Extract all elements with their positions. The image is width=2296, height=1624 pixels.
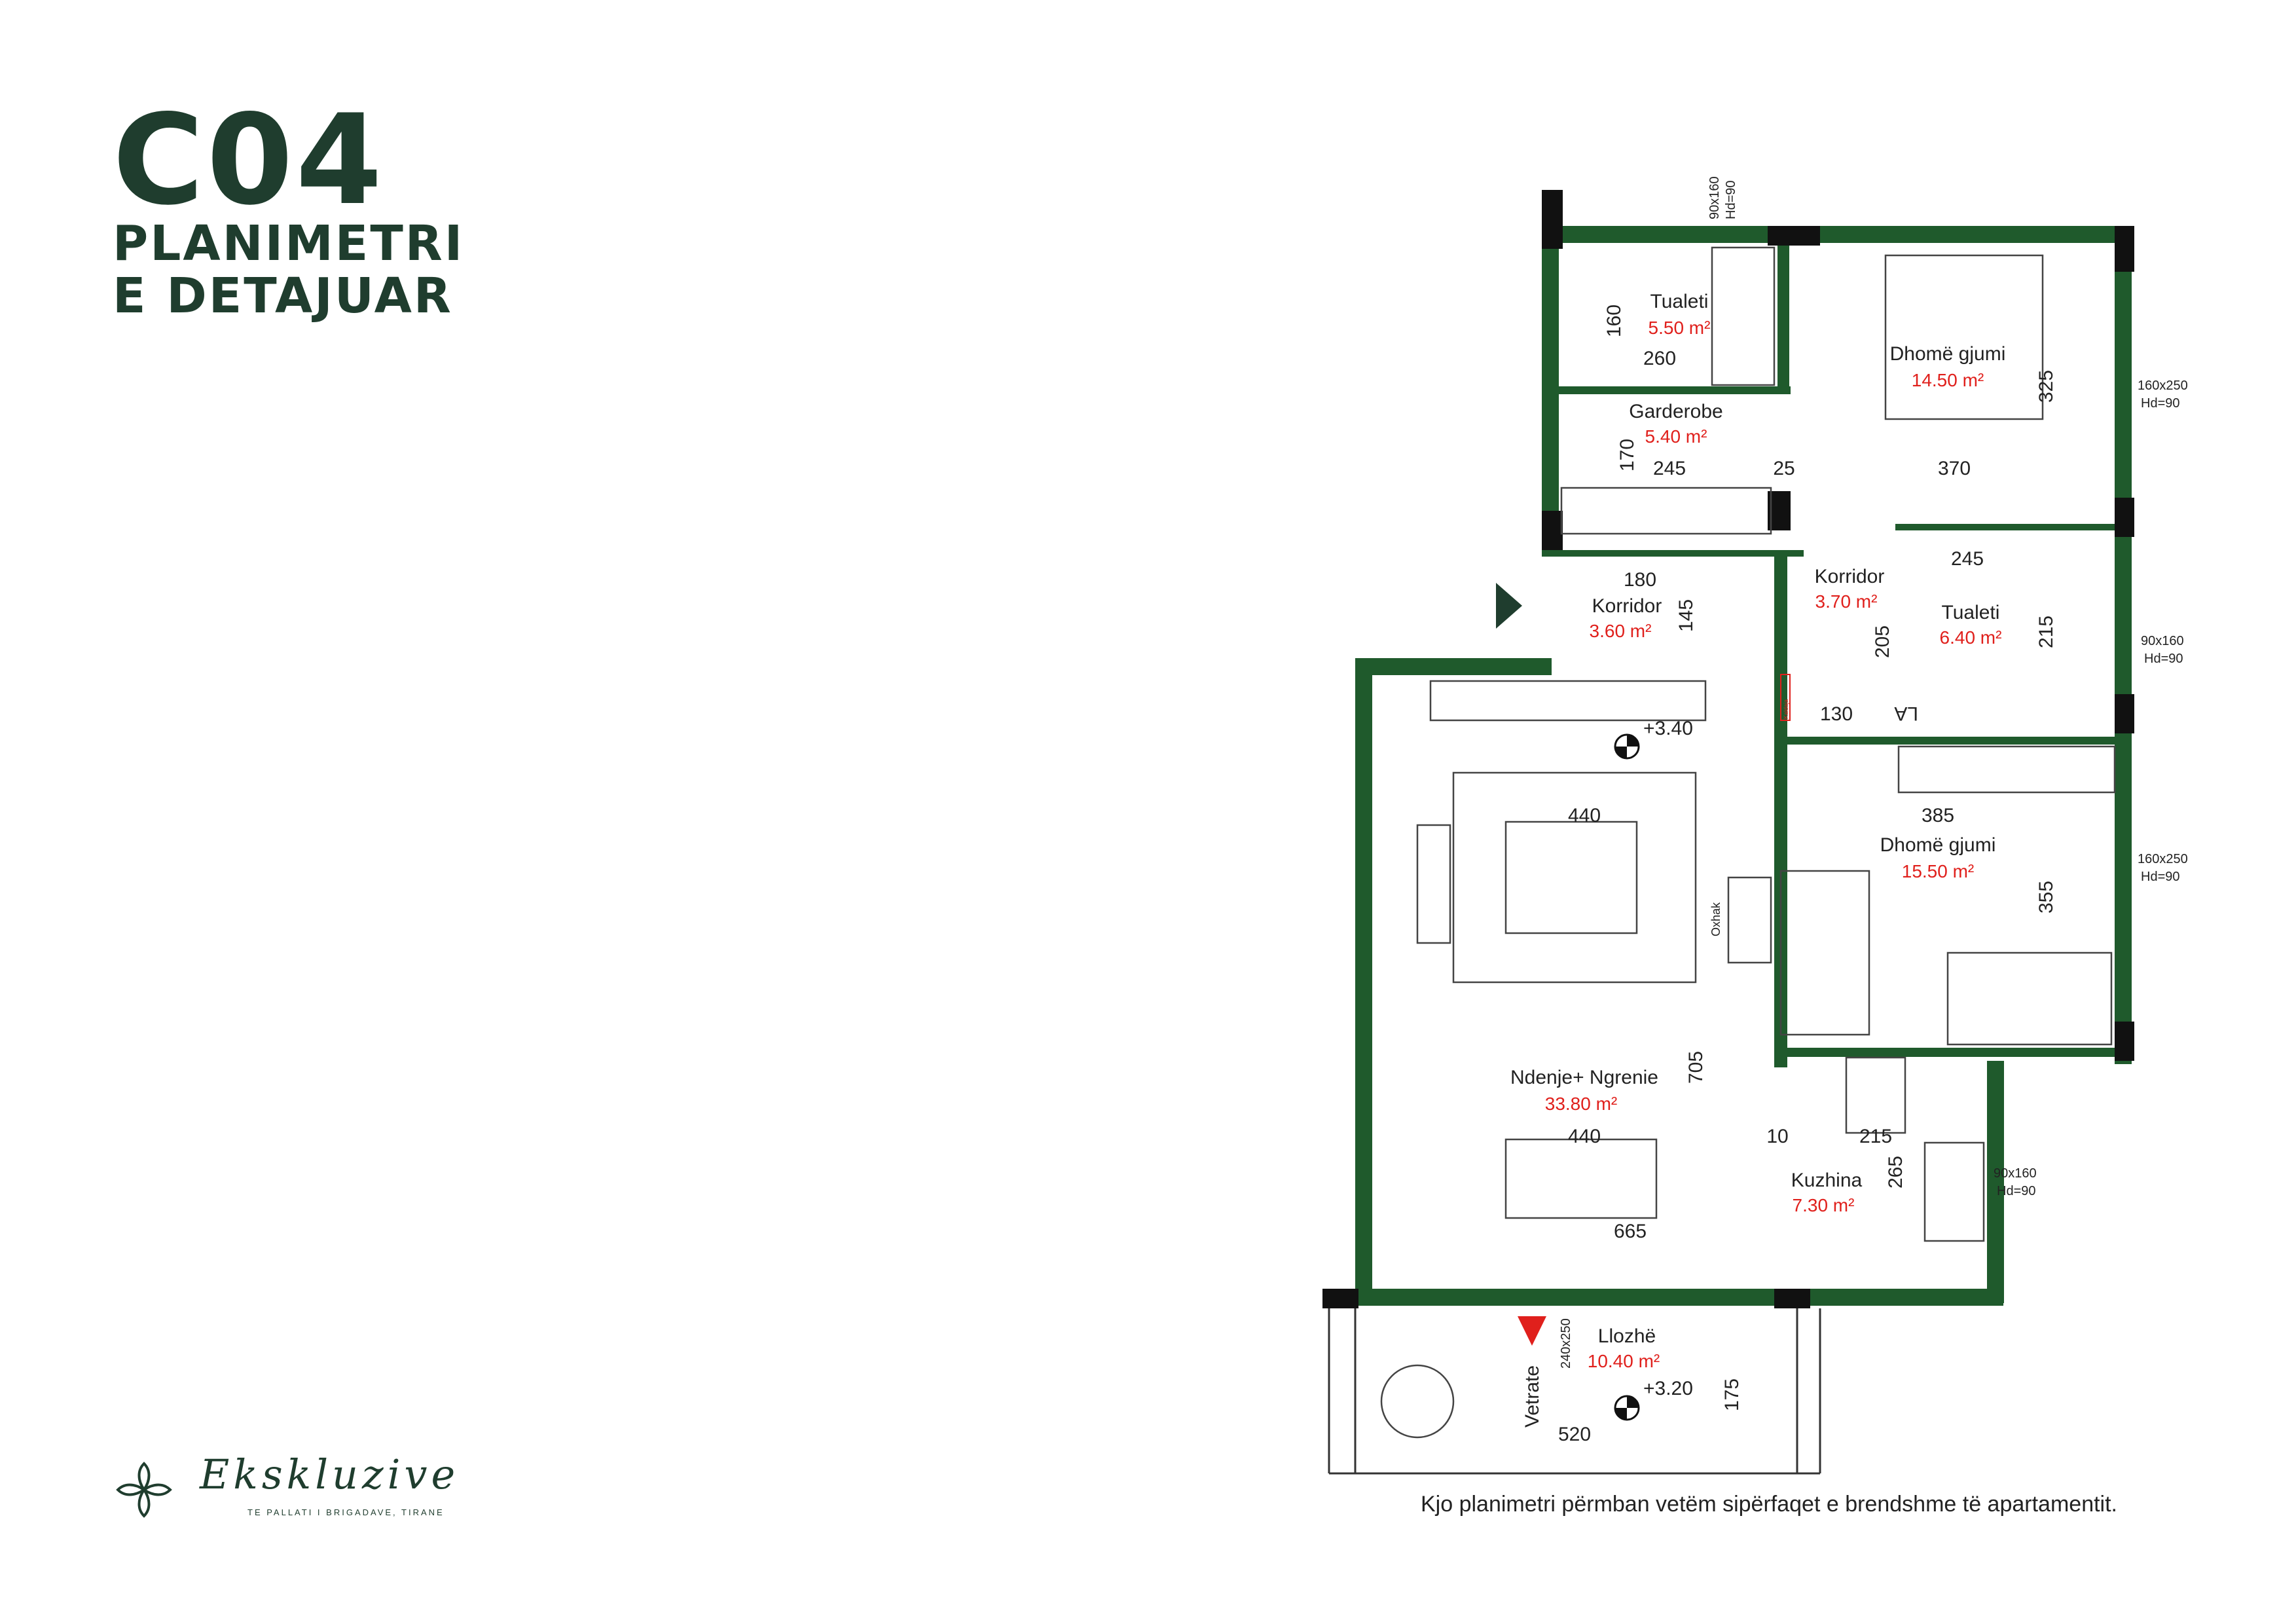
level-value: +3.40 xyxy=(1643,718,1693,739)
dimension: 385 xyxy=(1922,805,1954,826)
dimension: 175 xyxy=(1721,1378,1743,1411)
room-name: Tualeti xyxy=(1942,602,2000,623)
room-name: Ndenje+ Ngrenie xyxy=(1510,1067,1658,1088)
dimension: 215 xyxy=(2035,616,2057,648)
dimension: 520 xyxy=(1558,1424,1591,1445)
dimension: 215 xyxy=(1859,1126,1892,1147)
brand-name: Ekskluzive xyxy=(200,1450,460,1498)
room-name: Garderobe xyxy=(1629,401,1722,422)
window-size: 90x160 xyxy=(2141,634,2184,648)
dimension: 145 xyxy=(1675,599,1697,632)
dimension: 370 xyxy=(1938,458,1971,479)
room-areas: 5.50 m² 14.50 m² 5.40 m² 3.60 m² 3.70 m²… xyxy=(1545,318,2002,1371)
window-size: 90x160 xyxy=(1707,176,1722,219)
dimension: 705 xyxy=(1685,1051,1707,1084)
room-area: 6.40 m² xyxy=(1940,627,2002,648)
walls xyxy=(1355,226,2132,1306)
window-hd: Hd=90 xyxy=(2141,396,2180,411)
brand-subtitle: TE PALLATI I BRIGADAVE, TIRANE xyxy=(247,1507,445,1517)
room-area: 3.70 m² xyxy=(1815,591,1878,612)
brand-logo-icon xyxy=(116,1462,172,1518)
level-marker: +3.40 xyxy=(1614,718,1693,760)
columns xyxy=(1322,190,2134,1308)
title-line-2: E DETAJUAR xyxy=(113,268,453,324)
room-names: Tualeti Dhomë gjumi Garderobe Korridor K… xyxy=(1510,291,2005,1347)
room-area: 10.40 m² xyxy=(1588,1351,1660,1371)
vetrate-marker-icon xyxy=(1518,1316,1546,1346)
room-name: Korridor xyxy=(1592,595,1662,617)
kaldaja-label: Kaldaja xyxy=(1783,699,1789,719)
window-size: 90x160 xyxy=(1994,1166,2037,1181)
window-hd: Hd=90 xyxy=(1997,1184,2036,1198)
window-size: 160x250 xyxy=(2138,378,2188,393)
room-area: 5.40 m² xyxy=(1645,426,1707,447)
kaldaja-box xyxy=(1780,674,1791,721)
vetrate-label: Vetrate xyxy=(1522,1365,1543,1428)
title-line-1: PLANIMETRI xyxy=(113,215,465,272)
dimension: 260 xyxy=(1643,348,1676,369)
dimension-labels: 160 260 325 170 245 25 370 180 145 245 2… xyxy=(1558,304,2057,1445)
room-name: Dhomë gjumi xyxy=(1890,343,2006,365)
footer-note: Kjo planimetri përmban vetëm sipërfaqet … xyxy=(1421,1492,2117,1517)
room-area: 14.50 m² xyxy=(1912,370,1984,390)
balcony-outline xyxy=(1328,1308,1821,1475)
dimension: 355 xyxy=(2035,881,2057,913)
dimension: 245 xyxy=(1653,458,1686,479)
oxhak-label: Oxhak xyxy=(1709,902,1722,936)
room-name: Korridor xyxy=(1815,566,1885,587)
dimension: 130 xyxy=(1820,703,1853,725)
level-value: +3.20 xyxy=(1643,1378,1693,1399)
window-size: 160x250 xyxy=(2138,852,2188,866)
dimension: 265 xyxy=(1885,1156,1906,1189)
dimension: 25 xyxy=(1773,458,1795,479)
room-name: Tualeti xyxy=(1650,291,1709,312)
room-area: 15.50 m² xyxy=(1902,861,1975,881)
furniture xyxy=(1380,246,2116,1439)
dimension: 180 xyxy=(1624,569,1656,591)
la-label: LA xyxy=(1894,703,1918,724)
room-area: 5.50 m² xyxy=(1649,318,1711,338)
dimension: 205 xyxy=(1872,625,1893,658)
dimension: 440 xyxy=(1568,1126,1601,1147)
room-area: 3.60 m² xyxy=(1590,621,1652,641)
dimension: 325 xyxy=(2035,370,2057,403)
entrance-arrow-icon xyxy=(1496,583,1522,629)
window-hd: Hd=90 xyxy=(2144,652,2183,666)
dimension: 665 xyxy=(1614,1221,1647,1242)
window-size: 240x250 xyxy=(1559,1318,1573,1369)
room-name: Dhomë gjumi xyxy=(1880,834,1996,856)
dimension: 160 xyxy=(1603,304,1625,337)
window-hd: Hd=90 xyxy=(2141,870,2180,884)
dimension: 10 xyxy=(1766,1126,1788,1147)
room-area: 33.80 m² xyxy=(1545,1094,1618,1114)
dimension: 245 xyxy=(1951,548,1984,570)
plan-code: C04 xyxy=(113,88,385,232)
window-hd: Hd=90 xyxy=(1724,181,1738,220)
dimension: 440 xyxy=(1568,805,1601,826)
room-name: Kuzhina xyxy=(1791,1170,1863,1191)
level-marker: +3.20 xyxy=(1614,1378,1693,1421)
dimension: 170 xyxy=(1616,439,1638,471)
window-labels: 90x160 Hd=90 160x250 Hd=90 90x160 Hd=90 … xyxy=(1559,176,2188,1369)
room-name: Llozhë xyxy=(1598,1325,1656,1347)
room-area: 7.30 m² xyxy=(1793,1195,1855,1215)
